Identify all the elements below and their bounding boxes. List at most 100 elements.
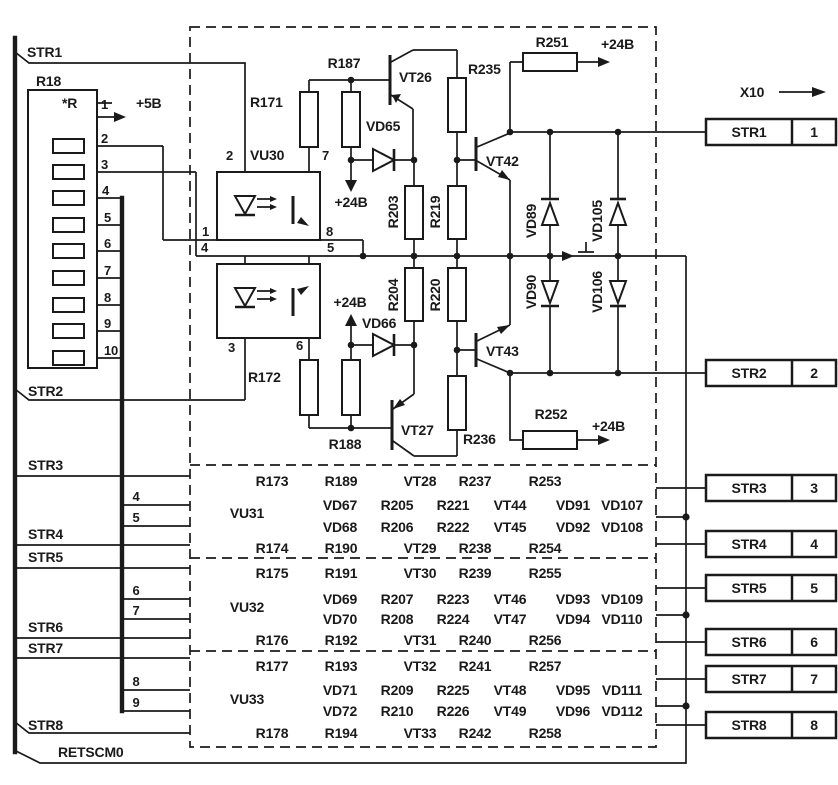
diode-vd66 — [372, 332, 397, 358]
vu33-r3-1: R210 — [381, 703, 414, 719]
label-x10: X10 — [740, 84, 765, 100]
vu33-r4-2: VT33 — [404, 725, 437, 741]
r18-pin-2: 2 — [101, 131, 108, 146]
label-r219: R219 — [427, 195, 443, 228]
vu31-r4-0: R174 — [256, 540, 289, 556]
vu31-r4-1: R190 — [325, 540, 358, 556]
diode-vd90 — [540, 280, 560, 308]
connector-str4-pin: 4 — [810, 536, 818, 552]
connector-box-str8 — [704, 710, 838, 740]
vu30-pin-4: 4 — [201, 240, 209, 255]
r18-pin-6: 6 — [104, 236, 111, 251]
vu32-r4-1: R192 — [325, 632, 358, 648]
label-plus5v: +5B — [136, 95, 162, 111]
connector-str2-label: STR2 — [732, 365, 767, 381]
vu32-r1-0: R175 — [256, 565, 289, 581]
vu32-r4-4: R256 — [529, 632, 562, 648]
vu33-r1-2: VT32 — [404, 658, 437, 674]
label-r18-star: *R — [62, 95, 77, 111]
vu32-r2-3: VT46 — [494, 591, 527, 607]
vu32-r3-0: VD70 — [323, 611, 358, 627]
vu33-r4-1: R194 — [325, 725, 358, 741]
vu30-pin-7: 7 — [322, 148, 329, 163]
r251-arrow-icon — [598, 57, 610, 67]
connector-box-str1 — [704, 117, 838, 147]
r252-arrow-icon — [598, 435, 610, 445]
vu31-r1-1: R189 — [325, 473, 358, 489]
connector-str1-label: STR1 — [732, 124, 767, 140]
label-plus24v-vd65: +24B — [334, 194, 367, 210]
label-r236: R236 — [463, 431, 496, 447]
vu33-r3-4: VD96 — [556, 703, 591, 719]
connector-str6-pin: 6 — [810, 634, 818, 650]
r18-pin-7: 7 — [104, 263, 111, 278]
connector-box-str5 — [704, 573, 838, 603]
vu31-r2-4: VD91 — [556, 497, 591, 513]
stub-pin-8: 8 — [132, 674, 139, 689]
connector-str3-pin: 3 — [810, 480, 818, 496]
vu31-r3-3: VT45 — [494, 519, 527, 535]
connector-str5-pin: 5 — [810, 580, 818, 596]
vu30-pin-3: 3 — [228, 340, 235, 355]
r18-pin-8: 8 — [104, 290, 111, 305]
r18-pin-9: 9 — [104, 316, 111, 331]
label-str3: STR3 — [28, 457, 63, 473]
resistor-r171 — [299, 91, 319, 148]
connector-str4-label: STR4 — [732, 536, 767, 552]
junction-dots — [347, 76, 690, 710]
resistor-r187 — [341, 91, 361, 148]
r18-pin-5: 5 — [104, 210, 111, 225]
resistor-r172 — [299, 359, 319, 416]
label-retscm0: RETSCM0 — [58, 744, 124, 760]
stub-pin-4: 4 — [132, 489, 140, 504]
r18-pin-10: 10 — [104, 343, 118, 358]
vu32-r4-3: R240 — [459, 632, 492, 648]
vu33-r4-4: R258 — [529, 725, 562, 741]
vu32-r2-2: R223 — [437, 591, 470, 607]
label-str4: STR4 — [28, 526, 63, 542]
vu32-r2-1: R207 — [381, 591, 414, 607]
vu31-r4-4: R254 — [529, 540, 562, 556]
resistor-r203 — [404, 185, 424, 240]
stub-pin-5: 5 — [132, 510, 139, 525]
label-vd65: VD65 — [366, 118, 401, 134]
vu30-pin-2: 2 — [226, 148, 233, 163]
vu32-r1-4: R255 — [529, 565, 562, 581]
label-vt27: VT27 — [401, 422, 434, 438]
label-vu33: VU33 — [230, 691, 265, 707]
connector-box-str7 — [704, 664, 838, 694]
net-left-signals — [14, 475, 190, 734]
vu33-r3-5: VD112 — [601, 703, 642, 719]
r18-pin-4: 4 — [102, 183, 110, 198]
component-bodies — [27, 52, 628, 450]
plus24v-up-arrow-icon — [345, 314, 357, 326]
label-str1: STR1 — [27, 44, 62, 60]
vu33-r1-3: R241 — [459, 658, 492, 674]
label-vu32: VU32 — [230, 599, 265, 615]
connector-str3-label: STR3 — [732, 480, 767, 496]
vu30-pin-6: 6 — [296, 338, 303, 353]
vu31-r2-3: VT44 — [494, 497, 527, 513]
vu31-r4-2: VT29 — [404, 540, 437, 556]
led-icon-lower — [233, 287, 277, 309]
resistor-r235 — [447, 77, 467, 133]
vu31-r3-2: R222 — [437, 519, 470, 535]
label-str8: STR8 — [28, 717, 63, 733]
connector-box-str3 — [704, 473, 838, 503]
connector-box-str2 — [704, 358, 838, 388]
connector-str5-label: STR5 — [732, 580, 767, 596]
vu32-r3-1: R208 — [381, 611, 414, 627]
vu32-r3-2: R224 — [437, 611, 470, 627]
label-str7: STR7 — [28, 640, 63, 656]
label-vd90: VD90 — [523, 274, 539, 309]
connector-str7-pin: 7 — [810, 671, 818, 687]
diode-vd89 — [540, 197, 560, 226]
label-vd89: VD89 — [523, 203, 539, 238]
label-plus24v-r251: +24B — [601, 36, 634, 52]
connector-str8-label: STR8 — [732, 717, 767, 733]
vu32-r4-2: VT31 — [404, 632, 437, 648]
vu31-r2-0: VD67 — [323, 497, 358, 513]
vu33-r2-2: R225 — [437, 682, 470, 698]
resistor-r236 — [447, 375, 467, 431]
